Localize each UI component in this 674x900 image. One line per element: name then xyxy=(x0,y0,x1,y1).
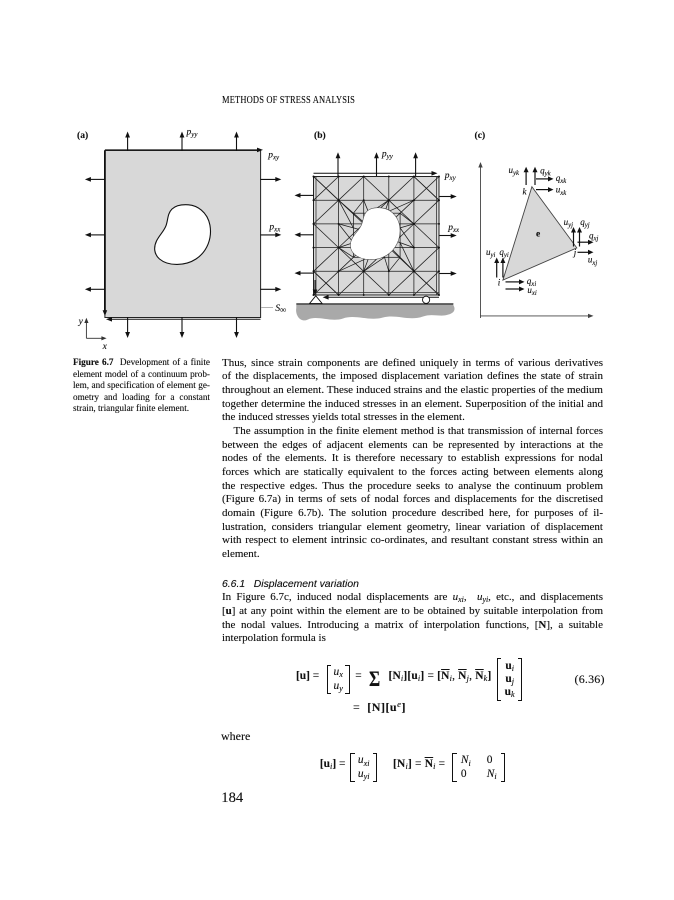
svg-text:qxk: qxk xyxy=(556,173,568,185)
svg-text:pxy: pxy xyxy=(444,171,457,182)
svg-text:y: y xyxy=(78,317,84,327)
svg-text:qxj: qxj xyxy=(589,230,599,242)
svg-text:uyj: uyj xyxy=(564,217,574,229)
svg-text:uyi: uyi xyxy=(486,247,496,259)
svg-text:k: k xyxy=(523,186,528,196)
svg-text:pxx: pxx xyxy=(447,223,460,234)
svg-text:qxi: qxi xyxy=(527,276,537,288)
svg-text:(c): (c) xyxy=(475,130,486,141)
svg-text:(a): (a) xyxy=(77,130,88,141)
svg-text:i: i xyxy=(498,277,501,287)
svg-text:pxx: pxx xyxy=(268,222,281,233)
svg-text:qyj: qyj xyxy=(580,217,590,229)
svg-text:uxi: uxi xyxy=(527,285,537,297)
svg-text:S∞: S∞ xyxy=(275,304,286,315)
svg-text:uyk: uyk xyxy=(509,165,521,177)
svg-text:qyk: qyk xyxy=(540,165,552,177)
svg-text:pyy: pyy xyxy=(186,128,199,139)
svg-text:pyy: pyy xyxy=(381,149,394,160)
svg-text:qyi: qyi xyxy=(499,247,509,259)
svg-text:pxy: pxy xyxy=(267,150,280,161)
svg-text:j: j xyxy=(573,247,577,257)
svg-text:uxj: uxj xyxy=(588,255,598,267)
svg-text:e: e xyxy=(536,230,540,240)
svg-text:(b): (b) xyxy=(314,130,326,141)
svg-text:x: x xyxy=(102,342,108,352)
svg-text:uxk: uxk xyxy=(556,185,568,197)
